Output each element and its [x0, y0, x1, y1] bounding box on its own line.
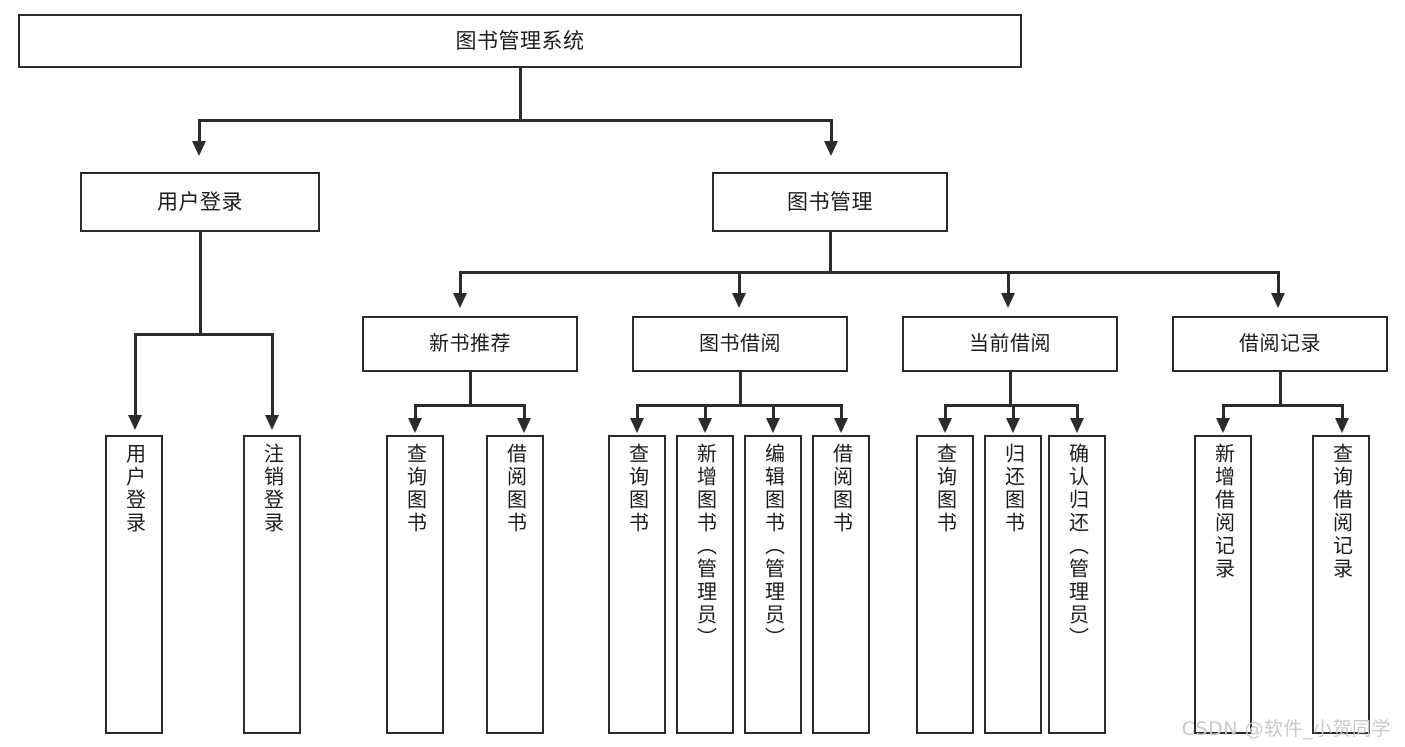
edge-bb-to-leaf-2 — [704, 404, 707, 422]
node-current-borrow-label: 当前借阅 — [969, 331, 1051, 356]
arrow-br-to-leaf-2 — [1335, 418, 1349, 433]
node-leaf-query-book-1[interactable]: 查询图书 — [386, 435, 444, 734]
arrow-cb-to-leaf-3 — [1070, 418, 1084, 433]
edge-user-login-stem — [199, 232, 202, 335]
arrow-nbr-to-leaf-1 — [408, 418, 422, 433]
node-current-borrow[interactable]: 当前借阅 — [902, 316, 1118, 372]
edge-bm-to-new-book-recommend — [459, 271, 462, 297]
edge-cb-to-leaf-1 — [944, 404, 947, 422]
node-book-management[interactable]: 图书管理 — [712, 172, 948, 232]
node-leaf-user-logout-label: 注销登录 — [260, 443, 285, 535]
arrow-br-to-leaf-1 — [1216, 418, 1230, 433]
edge-nbr-to-leaf-1 — [414, 404, 417, 422]
node-borrow-record-label: 借阅记录 — [1239, 331, 1321, 356]
edge-bb-bus — [636, 404, 841, 407]
node-new-book-recommend-label: 新书推荐 — [429, 331, 511, 356]
node-leaf-query-record-label: 查询借阅记录 — [1329, 443, 1354, 581]
edge-bb-to-leaf-3 — [772, 404, 775, 422]
arrow-bb-to-leaf-2 — [698, 418, 712, 433]
edge-bb-to-leaf-4 — [840, 404, 843, 422]
node-leaf-query-book-3-label: 查询图书 — [933, 443, 958, 535]
edge-user-login-bus — [134, 333, 272, 336]
edge-br-stem — [1279, 372, 1282, 406]
node-leaf-confirm-return[interactable]: 确认归还（管理员） — [1048, 435, 1106, 734]
node-leaf-user-login[interactable]: 用户登录 — [105, 435, 163, 734]
edge-cb-to-leaf-3 — [1076, 404, 1079, 422]
arrow-bm-to-book-borrow — [732, 293, 746, 308]
node-book-borrow-label: 图书借阅 — [699, 331, 781, 356]
node-leaf-query-book-2[interactable]: 查询图书 — [608, 435, 666, 734]
arrow-bm-to-current-borrow — [1001, 293, 1015, 308]
edge-user-login-to-leaf-2 — [271, 333, 274, 419]
node-borrow-record[interactable]: 借阅记录 — [1172, 316, 1388, 372]
edge-bb-stem — [739, 372, 742, 406]
arrow-nbr-to-leaf-2 — [517, 418, 531, 433]
node-leaf-edit-book-label: 编辑图书（管理员） — [761, 443, 786, 650]
node-book-management-label: 图书管理 — [787, 189, 873, 214]
edge-bm-to-book-borrow — [738, 271, 741, 297]
edge-root-to-user-login — [198, 119, 201, 145]
edge-root-to-book-management — [830, 119, 833, 145]
edge-nbr-bus — [414, 404, 524, 407]
node-user-login-label: 用户登录 — [157, 189, 243, 214]
arrow-cb-to-leaf-2 — [1006, 418, 1020, 433]
node-new-book-recommend[interactable]: 新书推荐 — [362, 316, 578, 372]
node-leaf-edit-book[interactable]: 编辑图书（管理员） — [744, 435, 802, 734]
edge-bm-to-borrow-record — [1277, 271, 1280, 297]
edge-user-login-to-leaf-1 — [134, 333, 137, 419]
node-leaf-borrow-book-1[interactable]: 借阅图书 — [486, 435, 544, 734]
edge-nbr-stem — [469, 372, 472, 406]
arrow-user-login-to-leaf-1 — [128, 415, 142, 430]
node-book-borrow[interactable]: 图书借阅 — [632, 316, 848, 372]
edge-cb-bus — [944, 404, 1077, 407]
node-leaf-borrow-book-2[interactable]: 借阅图书 — [812, 435, 870, 734]
node-leaf-add-record-label: 新增借阅记录 — [1211, 443, 1236, 581]
edge-bm-to-current-borrow — [1007, 271, 1010, 297]
node-leaf-query-book-1-label: 查询图书 — [403, 443, 428, 535]
edge-nbr-to-leaf-2 — [523, 404, 526, 422]
arrow-user-login-to-leaf-2 — [265, 415, 279, 430]
edge-br-to-leaf-2 — [1341, 404, 1344, 422]
edge-bb-to-leaf-1 — [636, 404, 639, 422]
edge-root-bus — [198, 119, 833, 122]
node-leaf-borrow-book-2-label: 借阅图书 — [829, 443, 854, 535]
node-leaf-query-book-3[interactable]: 查询图书 — [916, 435, 974, 734]
arrow-root-to-user-login — [192, 141, 206, 156]
node-leaf-borrow-book-1-label: 借阅图书 — [503, 443, 528, 535]
node-leaf-return-book[interactable]: 归还图书 — [984, 435, 1042, 734]
node-leaf-return-book-label: 归还图书 — [1001, 443, 1026, 535]
node-root-label: 图书管理系统 — [455, 28, 585, 53]
edge-book-management-stem — [829, 232, 832, 274]
edge-cb-to-leaf-2 — [1012, 404, 1015, 422]
arrow-bm-to-borrow-record — [1271, 293, 1285, 308]
node-leaf-add-book-label: 新增图书（管理员） — [693, 443, 718, 650]
arrow-bm-to-new-book-recommend — [453, 293, 467, 308]
arrow-bb-to-leaf-4 — [834, 418, 848, 433]
node-leaf-query-record[interactable]: 查询借阅记录 — [1312, 435, 1370, 734]
arrow-cb-to-leaf-1 — [938, 418, 952, 433]
node-root[interactable]: 图书管理系统 — [18, 14, 1022, 68]
edge-br-bus — [1222, 404, 1342, 407]
arrow-root-to-book-management — [824, 141, 838, 156]
arrow-bb-to-leaf-3 — [766, 418, 780, 433]
edge-br-to-leaf-1 — [1222, 404, 1225, 422]
node-leaf-user-logout[interactable]: 注销登录 — [243, 435, 301, 734]
arrow-bb-to-leaf-1 — [630, 418, 644, 433]
node-user-login[interactable]: 用户登录 — [80, 172, 320, 232]
node-leaf-query-book-2-label: 查询图书 — [625, 443, 650, 535]
edge-root-stem — [519, 68, 522, 120]
node-leaf-confirm-return-label: 确认归还（管理员） — [1065, 443, 1090, 650]
node-leaf-add-book[interactable]: 新增图书（管理员） — [676, 435, 734, 734]
edge-cb-stem — [1009, 372, 1012, 406]
node-leaf-add-record[interactable]: 新增借阅记录 — [1194, 435, 1252, 734]
edge-book-management-bus — [459, 271, 1279, 274]
node-leaf-user-login-label: 用户登录 — [122, 443, 147, 535]
